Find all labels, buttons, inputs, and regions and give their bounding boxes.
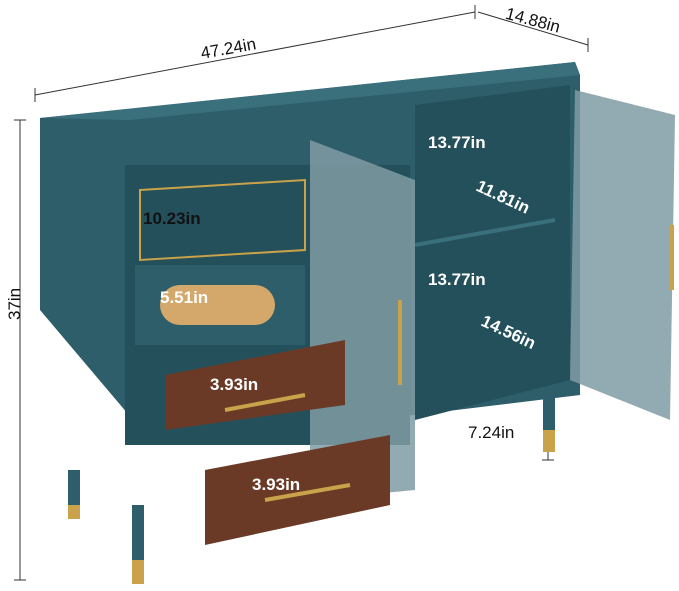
lower-shelf-height-label: 13.77in — [428, 270, 486, 289]
middle-drawer-height-label: 3.93in — [210, 375, 258, 394]
drawer-depth-label: 11.61in — [138, 466, 197, 507]
top-drawer-height-label: 10.23in — [143, 209, 201, 228]
upper-shelf-height-label: 13.77in — [428, 133, 486, 152]
cabinet — [40, 62, 675, 584]
leg-height-label: 7.24in — [468, 423, 514, 442]
depth-label: 14.88in — [504, 4, 563, 37]
bottom-drawer-height-label: 3.93in — [252, 475, 300, 494]
height-label: 37in — [5, 288, 24, 320]
rattan-drawer-height-label: 5.51in — [160, 288, 208, 307]
